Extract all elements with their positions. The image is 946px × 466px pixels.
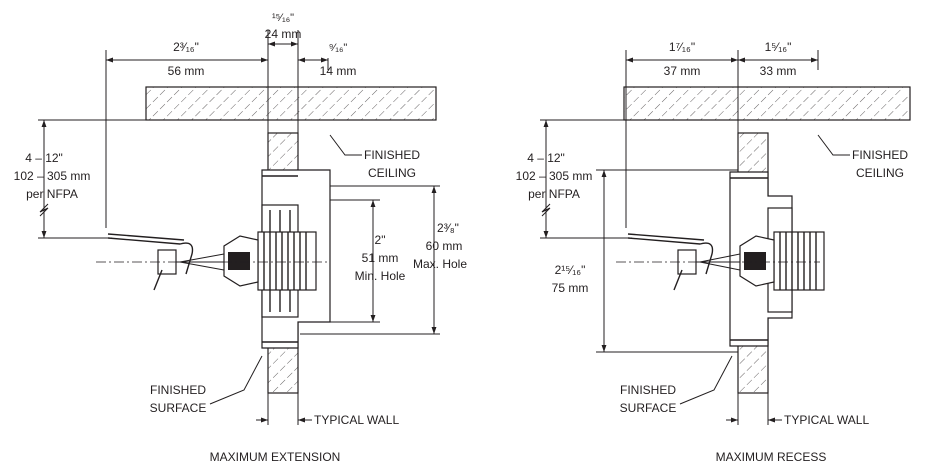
surface-label-line2: SURFACE [620, 401, 677, 415]
hole-max-mm: 60 mm [426, 239, 463, 253]
ceiling-label-line1: FINISHED [852, 148, 908, 162]
maximum-extension-view [38, 30, 440, 425]
hole-max-note: Max. Hole [413, 257, 467, 271]
dim-top-right-mm: 33 mm [760, 64, 797, 78]
dim-top-right-inch: 1⁵⁄₁₆" [765, 40, 792, 54]
surface-label-line2: SURFACE [150, 401, 207, 415]
escutcheon-mm: 75 mm [552, 281, 589, 295]
wall-label: TYPICAL WALL [784, 413, 869, 427]
maximum-recess-view [540, 50, 911, 425]
sprinkler-head [616, 207, 825, 313]
dim-top-left-mm: 37 mm [664, 64, 701, 78]
drop-note: per NFPA [528, 187, 580, 201]
ceiling-slab [623, 86, 911, 121]
escutcheon-inch: 2¹⁵⁄₁₆" [555, 263, 586, 277]
drop-mm: 102 – 305 mm [14, 169, 91, 183]
drop-mm: 102 – 305 mm [516, 169, 593, 183]
drop-inch: 4 – 12" [25, 151, 63, 165]
hole-min-note: Min. Hole [355, 269, 406, 283]
dim-top-right-inch: ⁹⁄₁₆" [329, 42, 348, 54]
ceiling-label-line2: CEILING [368, 166, 416, 180]
drop-note: per NFPA [26, 187, 78, 201]
dim-top-left-inch: 2³⁄₁₆" [173, 40, 199, 54]
hole-min-mm: 51 mm [362, 251, 399, 265]
hole-min-inch: 2" [375, 233, 386, 247]
surface-label-line1: FINISHED [620, 383, 676, 397]
ceiling-label-line2: CEILING [856, 166, 904, 180]
ceiling-slab [145, 86, 437, 121]
caption-maximum-recess: MAXIMUM RECESS [716, 450, 827, 464]
dim-top-small-mm: 24 mm [265, 27, 302, 41]
dim-top-left-inch: 1⁷⁄₁₆" [669, 40, 695, 54]
caption-maximum-extension: MAXIMUM EXTENSION [210, 450, 341, 464]
hole-max-inch: 2³⁄₈" [437, 221, 459, 235]
sprinkler-head [96, 204, 330, 318]
dim-top-left-mm: 56 mm [168, 64, 205, 78]
dim-top-right-mm: 14 mm [320, 64, 357, 78]
wall-label: TYPICAL WALL [314, 413, 399, 427]
drop-inch: 4 – 12" [527, 151, 565, 165]
dim-top-small-inch: ¹⁵⁄₁₆" [272, 12, 294, 24]
surface-label-line1: FINISHED [150, 383, 206, 397]
ceiling-label-line1: FINISHED [364, 148, 420, 162]
